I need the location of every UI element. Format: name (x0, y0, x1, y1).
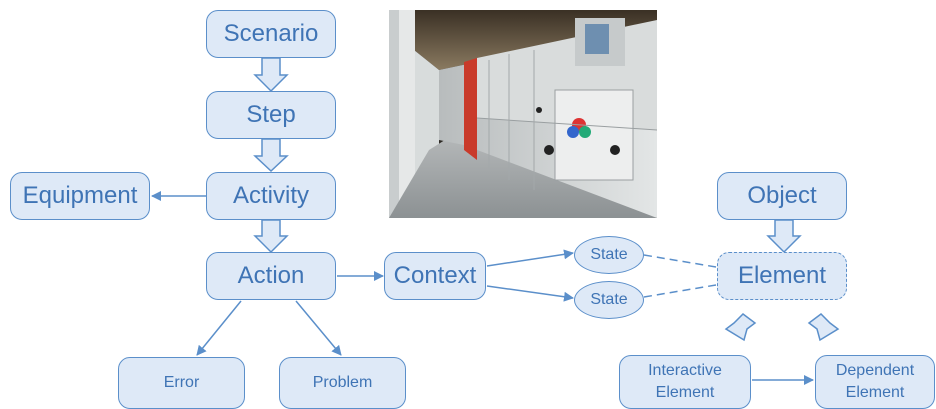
state-node-top: State (574, 236, 644, 274)
block-arrow-element-interactive (724, 313, 757, 342)
element-label: Element (737, 262, 827, 289)
arrow-action-error (196, 300, 242, 356)
interactive-element-node: Interactive Element (619, 355, 751, 409)
interactive-element-label: Interactive Element (648, 362, 722, 401)
state-node-bottom: State (574, 281, 644, 319)
scenario-node: Scenario (206, 10, 336, 58)
problem-label: Problem (312, 374, 373, 391)
dashed-link-state-bottom-element (643, 284, 717, 298)
block-arrow-object-element (766, 219, 802, 254)
action-label: Action (237, 262, 305, 289)
state-bottom-label: State (590, 291, 628, 308)
object-node: Object (717, 172, 847, 220)
step-node: Step (206, 91, 336, 139)
arrow-action-problem (295, 300, 342, 356)
object-label: Object (747, 182, 817, 209)
dashed-link-state-top-element (643, 254, 717, 268)
arrow-context-state-top (486, 249, 574, 267)
error-node: Error (118, 357, 245, 409)
dependent-element-label: Dependent Element (835, 362, 915, 401)
arrow-context-state-bottom (486, 285, 574, 302)
activity-label: Activity (232, 182, 309, 209)
problem-node: Problem (279, 357, 406, 409)
switchgear-photo (389, 10, 657, 218)
block-arrow-step-activity (253, 138, 289, 173)
block-arrow-element-dependent (807, 313, 840, 342)
element-node: Element (717, 252, 847, 300)
dependent-element-node: Dependent Element (815, 355, 935, 409)
context-node: Context (384, 252, 486, 300)
step-label: Step (246, 101, 296, 128)
activity-node: Activity (206, 172, 336, 220)
equipment-node: Equipment (10, 172, 150, 220)
block-arrow-activity-action (253, 219, 289, 254)
scenario-label: Scenario (223, 20, 319, 47)
context-label: Context (393, 262, 477, 289)
state-top-label: State (590, 246, 628, 263)
action-node: Action (206, 252, 336, 300)
equipment-label: Equipment (22, 182, 138, 209)
block-arrow-scenario-step (253, 57, 289, 93)
error-label: Error (163, 374, 200, 391)
